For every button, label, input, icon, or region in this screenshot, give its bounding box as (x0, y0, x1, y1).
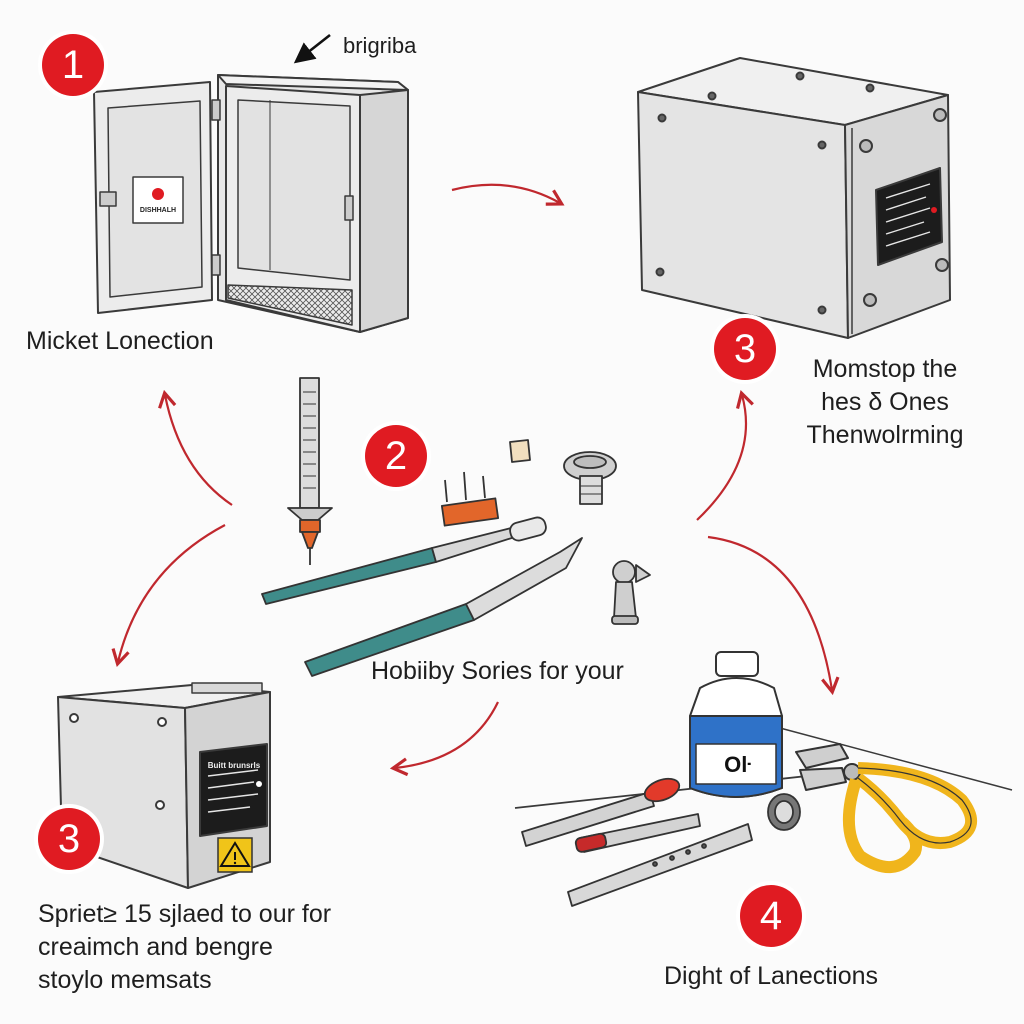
enclosure-icon (637, 57, 951, 339)
pointer-label: brigriba (343, 33, 417, 58)
step-3-bottom-line-3: stoylo memsats (38, 966, 212, 994)
step-badge-4: 4 (740, 885, 802, 947)
cabinet-icon (93, 74, 409, 333)
arrow-center-to-3-top (696, 390, 754, 521)
pliers-icon (795, 743, 977, 874)
warning-icon (217, 837, 253, 873)
box-panel-label: Buitt brunsrls (208, 761, 261, 770)
step-3-top-line-2: hes δ Ones (821, 388, 949, 416)
step-3-top-line-3: Thenwolrming (806, 421, 964, 449)
arrow-center-to-4 (707, 535, 840, 696)
step-3-top-caption: Momstop the hes δ Ones Thenwolrming (790, 353, 980, 452)
step-badge-1: 1 (42, 34, 104, 96)
step-badge-3-bottom: 3 (38, 808, 100, 870)
bottle-label: Oŀ (724, 752, 752, 777)
screwdriver-icon (287, 377, 333, 565)
step-1-caption: Micket Lonection (26, 327, 214, 355)
step-2-caption: Hobiiby Sories for your (371, 657, 624, 685)
step-3-bottom-caption: Spriet≥ 15 sjlaed to our for creaimch an… (38, 898, 331, 997)
bottle-icon (689, 651, 783, 798)
arrow-center-to-3-bottom-b (389, 701, 499, 777)
arrow-1-to-3 (451, 183, 565, 206)
step-4-caption: Dight of Lanections (664, 962, 879, 990)
pointer-arrow (293, 33, 331, 64)
step-3-bottom-line-1: Spriet≥ 15 sjlaed to our for (38, 900, 332, 928)
step-3-bottom-line-2: creaimch and bengre (38, 933, 273, 961)
small-tools (521, 777, 801, 907)
step-3-top-line-1: Momstop the (812, 355, 958, 383)
step-badge-2: 2 (365, 425, 427, 487)
flow-arrows (111, 33, 840, 777)
arrow-center-to-1 (158, 389, 233, 506)
arrow-center-to-3-bottom (111, 524, 226, 668)
tools-cluster (261, 377, 651, 677)
step-badge-3-top: 3 (714, 318, 776, 380)
cabinet-label: DISHHALH (140, 207, 176, 214)
